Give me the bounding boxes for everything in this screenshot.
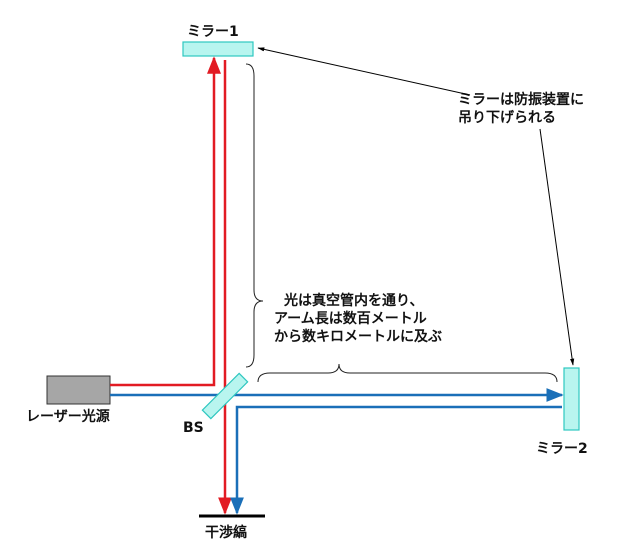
vacuum-note-line-3: から数キロメートルに及ぶ xyxy=(274,328,442,345)
mirror-2-label: ミラー2 xyxy=(536,441,588,457)
suspension-note: ミラーは防振装置に 吊り下げられる xyxy=(458,91,589,126)
beam-splitter xyxy=(201,372,249,420)
suspension-note-line-2: 吊り下げられる xyxy=(458,110,556,126)
horizontal-arm-brace xyxy=(257,363,558,383)
mirror-2 xyxy=(563,367,580,431)
vertical-arm-brace xyxy=(245,63,264,368)
beam-splitter-label: BS xyxy=(183,420,204,436)
suspension-note-line-1: ミラーは防振装置に xyxy=(458,91,584,108)
laser-label: レーザー光源 xyxy=(26,408,110,425)
mirror-1-label: ミラー1 xyxy=(187,24,239,40)
callout-arrow-mirror-1 xyxy=(257,47,471,96)
vacuum-note-line-2: アーム長は数百メートル xyxy=(274,310,427,327)
vacuum-note-line-1: 光は真空管内を通り、 xyxy=(283,292,423,309)
blue-beam-return xyxy=(230,405,562,515)
mirror-1 xyxy=(182,41,254,57)
fringes-label: 干渉縞 xyxy=(205,524,247,541)
laser-source xyxy=(46,375,111,405)
red-beam-outgoing xyxy=(110,56,221,387)
callout-arrow-mirror-2 xyxy=(539,128,575,366)
vacuum-note: 光は真空管内を通り、 アーム長は数百メートル から数キロメートルに及ぶ xyxy=(274,292,442,345)
